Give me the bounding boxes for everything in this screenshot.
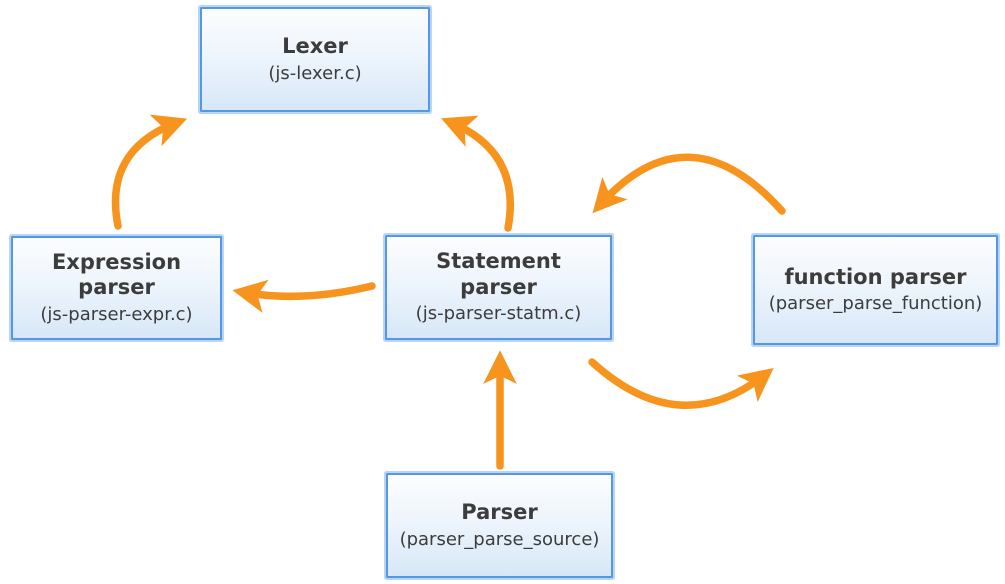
arrow-statement-parser-to-function-parser [588,358,774,409]
node-function-parser: function parser (parser_parse_function) [753,235,998,345]
node-function-parser-subtitle: (parser_parse_function) [768,293,983,315]
node-expression-parser-subtitle: (js-parser-expr.c) [40,303,193,325]
node-parser-title: Parser [461,500,538,524]
node-parser: Parser (parser_parse_source) [386,473,613,578]
node-statement-parser-subtitle: (js-parser-statm.c) [415,303,582,325]
arrow-expression-parser-to-lexer [111,114,188,230]
node-expression-parser-title: Expression parser [51,249,182,300]
arrow-statement-parser-to-lexer [441,115,515,232]
node-statement-parser-title: Statement parser [436,249,561,299]
node-lexer-subtitle: (js-lexer.c) [268,62,362,84]
node-expression-parser: Expression parser (js-parser-expr.c) [11,236,222,340]
node-lexer-title: Lexer [282,34,348,58]
node-statement-parser: Statement parser (js-parser-statm.c) [385,235,612,340]
node-lexer: Lexer (js-lexer.c) [200,7,430,112]
arrow-function-parser-to-statement-parser [592,153,786,215]
node-function-parser-title: function parser [784,264,967,289]
arrow-statement-parser-to-expression-parser [232,279,376,313]
node-parser-subtitle: (parser_parse_source) [399,528,600,550]
